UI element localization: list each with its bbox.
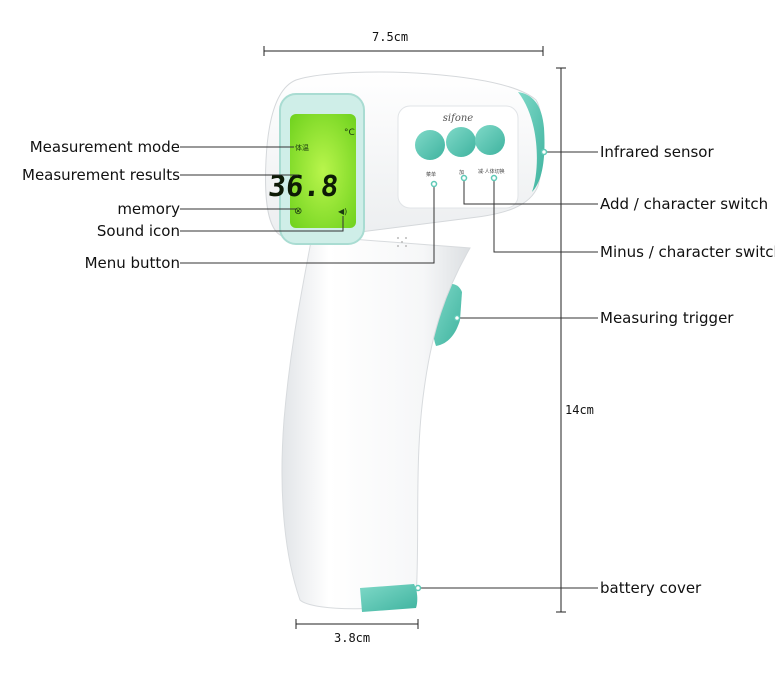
height-dimension-line [556,67,566,613]
width-dimension-label: 7.5cm [372,30,409,44]
dot-battery [414,584,422,592]
width-dimension-line [263,46,544,56]
leader-sound-icon [180,216,344,232]
sound-icon: ◀) [338,207,347,216]
label-add-switch: Add / character switch [600,195,769,213]
label-measurement-results: Measurement results [22,166,180,184]
label-sound-icon: Sound icon [96,222,180,240]
speaker-grille [397,237,407,247]
dot-minus [490,174,498,182]
lcd-display [290,114,356,228]
label-minus-switch: Minus / character switch [600,243,775,261]
handle [281,235,471,610]
brand-logo: sifone [443,113,473,124]
add-button[interactable] [446,127,476,157]
minus-button-caption: 减·人体切换 [478,168,505,175]
dot-add [460,174,468,182]
dot-trigger [453,314,461,322]
grip-dimension-label: 3.8cm [334,631,371,645]
grip-dimension-line [295,619,419,629]
leader-minus-switch [493,178,598,253]
lcd-reading: 36.8 [267,169,340,203]
dot-sensor [540,148,548,156]
menu-button[interactable] [415,130,445,160]
lcd-mode-text: 体温 [295,143,309,152]
label-measuring-trigger: Measuring trigger [600,309,734,327]
label-measurement-mode: Measurement mode [29,138,180,156]
menu-button-caption: 菜单 [426,171,436,178]
dot-menu [430,180,438,188]
label-memory: memory [117,200,180,218]
lcd-unit: °C [344,128,355,138]
add-button-caption: 加 [459,169,464,176]
label-menu-button: Menu button [84,254,180,272]
label-battery-cover: battery cover [600,579,702,597]
leader-add-switch [463,178,598,205]
minus-button[interactable] [475,125,505,155]
memory-icon: ⊗ [294,206,302,217]
leader-menu-button [180,186,435,264]
infrared-sensor [518,92,545,192]
label-infrared-sensor: Infrared sensor [600,143,714,161]
height-dimension-label: 14cm [565,403,594,417]
battery-cover [360,584,418,612]
